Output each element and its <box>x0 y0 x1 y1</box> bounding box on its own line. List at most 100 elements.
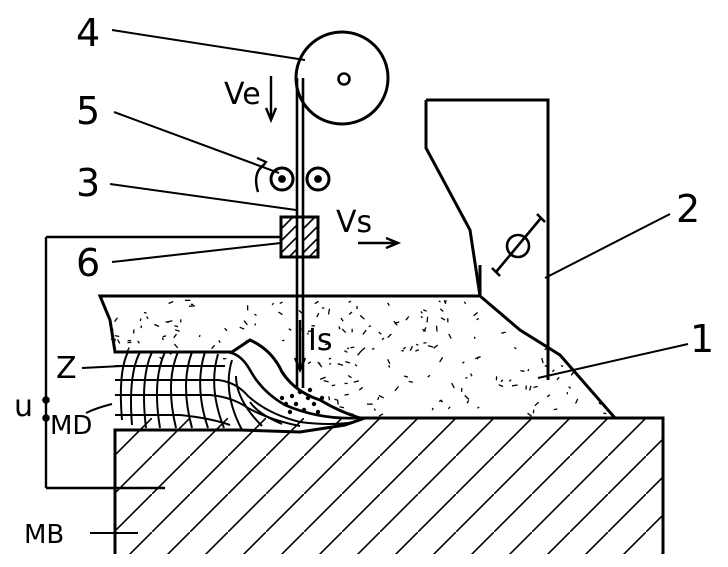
flux-speck <box>501 331 506 334</box>
flux-speck <box>426 316 429 323</box>
flux-speck <box>420 315 423 319</box>
flux-speck <box>403 375 409 378</box>
flux-speck <box>327 308 331 315</box>
flux-speck <box>553 314 557 317</box>
flux-speck <box>218 339 221 344</box>
flux-speck <box>439 357 444 363</box>
flux-speck <box>461 361 465 364</box>
flux-speck <box>408 380 414 383</box>
flux-speck <box>438 300 441 303</box>
arc-droplet <box>279 395 285 401</box>
flux-speck <box>394 321 400 324</box>
arc-spray <box>279 387 325 415</box>
arc-droplet <box>301 407 307 413</box>
flux-speck <box>381 337 385 341</box>
flux-speck <box>575 346 579 352</box>
flux-speck <box>599 341 605 345</box>
flux-speck <box>154 323 160 328</box>
flux-speck <box>328 396 331 401</box>
flux-speck <box>563 322 569 328</box>
flux-speck <box>595 370 600 375</box>
flux-speck <box>387 359 391 365</box>
flux-speck <box>231 354 234 357</box>
flux-speck <box>448 333 452 339</box>
leader-lines <box>81 29 689 534</box>
flux-speck <box>603 352 606 355</box>
flux-speck <box>161 396 167 401</box>
flux-speck <box>423 341 427 344</box>
flux-speck <box>568 386 572 389</box>
flux-speck <box>527 412 532 417</box>
flux-speck <box>528 385 532 391</box>
flux-speck <box>348 311 353 315</box>
flux-speck <box>173 333 178 339</box>
flux-speck <box>447 406 451 410</box>
flux-speck <box>368 325 372 328</box>
label-u: u <box>14 389 33 424</box>
flux-speck <box>173 343 179 349</box>
flux-speck <box>338 326 341 330</box>
flux-speck <box>196 375 200 379</box>
flux-speck <box>162 335 167 338</box>
flux-speck <box>303 400 308 405</box>
base-metal <box>113 416 665 554</box>
flux-speck <box>344 350 348 353</box>
flux-speck <box>198 334 201 338</box>
flux-speck <box>117 339 121 344</box>
flux-speck <box>556 376 560 381</box>
flux-speck <box>511 384 518 387</box>
arc-droplet <box>283 401 289 407</box>
flux-speck <box>328 362 332 366</box>
flux-speck <box>178 366 181 371</box>
label-vs: Vs <box>336 205 372 240</box>
flux-speck <box>271 302 275 306</box>
flux-speck <box>188 388 193 394</box>
flux-speck <box>159 356 163 360</box>
flux-speck <box>224 327 228 332</box>
flux-speck <box>513 346 517 350</box>
flux-speck <box>415 349 420 352</box>
flux-speck <box>470 373 473 377</box>
contact-tube <box>279 215 320 259</box>
flux-speck <box>388 364 391 368</box>
flux-speck <box>139 318 142 322</box>
flux-speck <box>150 384 156 390</box>
flux-speck <box>431 407 434 411</box>
flux-speck <box>288 328 292 331</box>
flux-speck <box>433 344 439 349</box>
flux-speck <box>347 374 352 379</box>
flux-speck <box>440 317 446 321</box>
flux-speck <box>546 394 551 398</box>
flux-speck <box>423 326 427 333</box>
flux-speck <box>114 317 118 323</box>
flux-speck <box>344 393 349 396</box>
flux-speck <box>427 374 431 378</box>
flux-speck <box>523 327 529 332</box>
flux-speck <box>106 412 111 417</box>
arc-droplet <box>289 393 295 399</box>
flux-speck <box>174 329 180 333</box>
flux-speck <box>466 399 470 404</box>
flux-speck <box>498 384 504 388</box>
flux-speck <box>409 345 414 351</box>
flux-speck <box>593 358 596 362</box>
flux-speck <box>226 362 229 368</box>
flux-speck <box>132 329 135 334</box>
label-mb: MB <box>24 520 64 550</box>
torch-holder <box>424 98 550 380</box>
flux-speck <box>588 299 592 304</box>
label-2: 2 <box>676 187 700 231</box>
label-is: Is <box>308 323 332 358</box>
flux-speck <box>464 394 470 400</box>
flux-speck <box>346 347 350 350</box>
flux-speck <box>211 344 216 350</box>
flux-speck <box>587 337 590 343</box>
flux-speck <box>600 332 604 335</box>
flux-speck <box>533 385 538 389</box>
flux-speck <box>378 394 384 399</box>
flux-speck <box>534 401 540 407</box>
flux-speck <box>243 409 248 414</box>
flux-speck <box>225 408 229 412</box>
flux-speck <box>174 325 179 328</box>
